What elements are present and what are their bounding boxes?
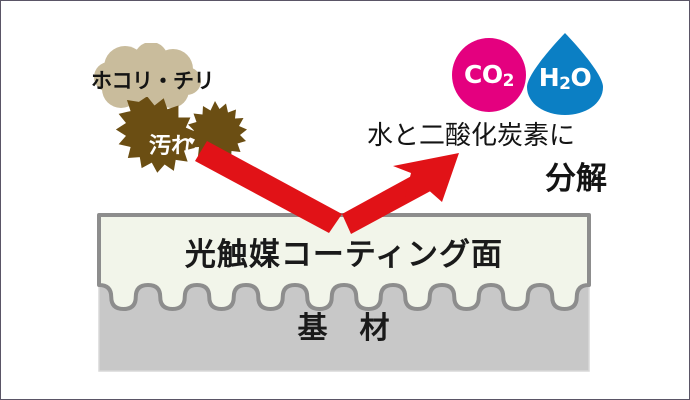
h2o-formula-tail: O [570, 63, 592, 92]
coating-layer-label: 光触媒コーティング面 [184, 237, 504, 273]
h2o-formula-subscript: 2 [559, 74, 571, 94]
co2-formula: CO2 [452, 60, 526, 91]
co2-molecule-icon [452, 38, 526, 112]
co2-formula-subscript: 2 [502, 71, 515, 91]
coating-block [97, 213, 591, 311]
decomposition-caption-line2: 分解 [545, 161, 607, 197]
dirt-burst-icon [115, 96, 197, 173]
h2o-formula: H2O [525, 63, 605, 94]
dirt-label: 汚れ [148, 134, 193, 159]
dust-cloud-icon [89, 42, 249, 113]
h2o-formula-main: H [538, 63, 560, 92]
co2-formula-main: CO [464, 60, 503, 89]
material-stack [97, 213, 591, 373]
h2o-molecule-icon [527, 33, 603, 115]
substrate-layer-label: 基 材 [297, 311, 391, 346]
dust-label: ホコリ・チリ [91, 69, 215, 93]
decomposition-caption-line1: 水と二酸化炭素に [367, 121, 576, 151]
